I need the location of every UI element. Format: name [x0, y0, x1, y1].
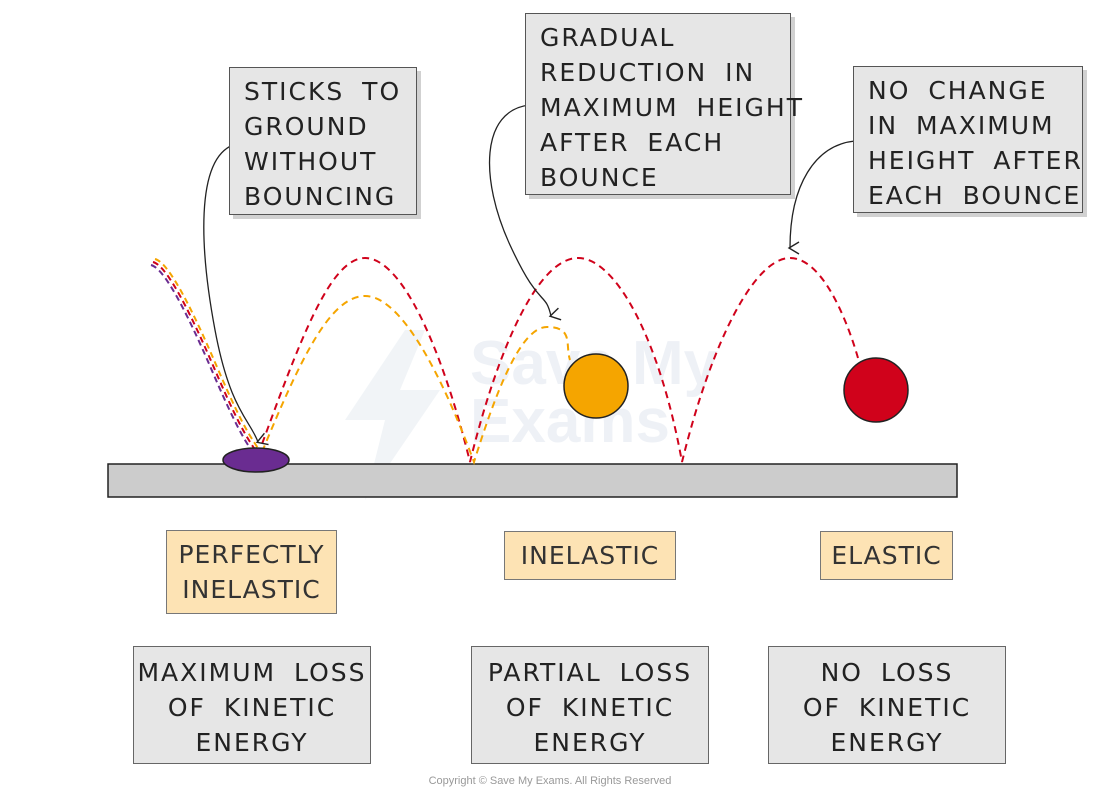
inelastic-bounce-path — [261, 294, 571, 466]
callout-line: NO CHANGE — [868, 76, 1048, 105]
callout-line: WITHOUT — [244, 147, 378, 176]
watermark-bolt-icon — [345, 330, 440, 500]
callout-perfectly-inelastic: STICKS TO GROUND WITHOUT BOUNCING — [229, 67, 417, 215]
callout-inelastic: GRADUAL REDUCTION IN MAXIMUM HEIGHT AFTE… — [525, 13, 804, 195]
label-line: ELASTIC — [831, 541, 942, 570]
label-perfectly-inelastic: PERFECTLY INELASTIC — [166, 530, 337, 614]
callout-line: HEIGHT AFTER — [868, 146, 1083, 175]
arrow-inelastic — [488, 104, 562, 321]
callout-line: GROUND — [244, 112, 369, 141]
squashed-ball — [222, 447, 290, 473]
arrow-perfectly-inelastic — [203, 144, 269, 446]
copyright-notice: Copyright © Save My Exams. All Rights Re… — [428, 775, 672, 787]
energy-elastic: NO LOSS OF KINETIC ENERGY — [768, 646, 1006, 764]
incoming-path-inelastic — [154, 258, 261, 453]
energy-perfectly-inelastic: MAXIMUM LOSS OF KINETIC ENERGY — [133, 646, 371, 764]
incoming-path-perfectly-inelastic — [150, 264, 257, 459]
label-inelastic: INELASTIC — [504, 531, 676, 580]
callout-line: EACH BOUNCE — [868, 181, 1082, 210]
callout-line: AFTER EACH — [540, 128, 725, 157]
callout-line: IN MAXIMUM — [868, 111, 1055, 140]
elastic-ball — [843, 357, 909, 423]
callout-line: GRADUAL — [540, 23, 676, 52]
incoming-path-elastic — [152, 261, 259, 456]
callout-line: BOUNCING — [244, 182, 397, 211]
energy-line: ENERGY — [533, 728, 647, 757]
callout-line: BOUNCE — [540, 163, 659, 192]
energy-line: PARTIAL LOSS — [487, 658, 693, 687]
callout-line: MAXIMUM HEIGHT — [540, 93, 804, 122]
energy-inelastic: PARTIAL LOSS OF KINETIC ENERGY — [471, 646, 709, 764]
energy-line: ENERGY — [195, 728, 309, 757]
energy-line: ENERGY — [830, 728, 944, 757]
arrow-elastic — [787, 140, 856, 255]
energy-line: NO LOSS — [820, 658, 954, 687]
callout-line: STICKS TO — [244, 77, 402, 106]
elastic-bounce-path — [257, 256, 859, 463]
inelastic-ball — [563, 353, 629, 419]
label-elastic: ELASTIC — [820, 531, 953, 580]
energy-line: OF KINETIC — [167, 693, 337, 722]
energy-line: MAXIMUM LOSS — [137, 658, 367, 687]
callout-line: REDUCTION IN — [540, 58, 756, 87]
label-line: PERFECTLY — [178, 540, 325, 569]
energy-line: OF KINETIC — [802, 693, 972, 722]
label-line: INELASTIC — [182, 575, 321, 604]
label-line: INELASTIC — [520, 541, 660, 570]
energy-line: OF KINETIC — [505, 693, 675, 722]
callout-elastic: NO CHANGE IN MAXIMUM HEIGHT AFTER EACH B… — [853, 66, 1083, 213]
